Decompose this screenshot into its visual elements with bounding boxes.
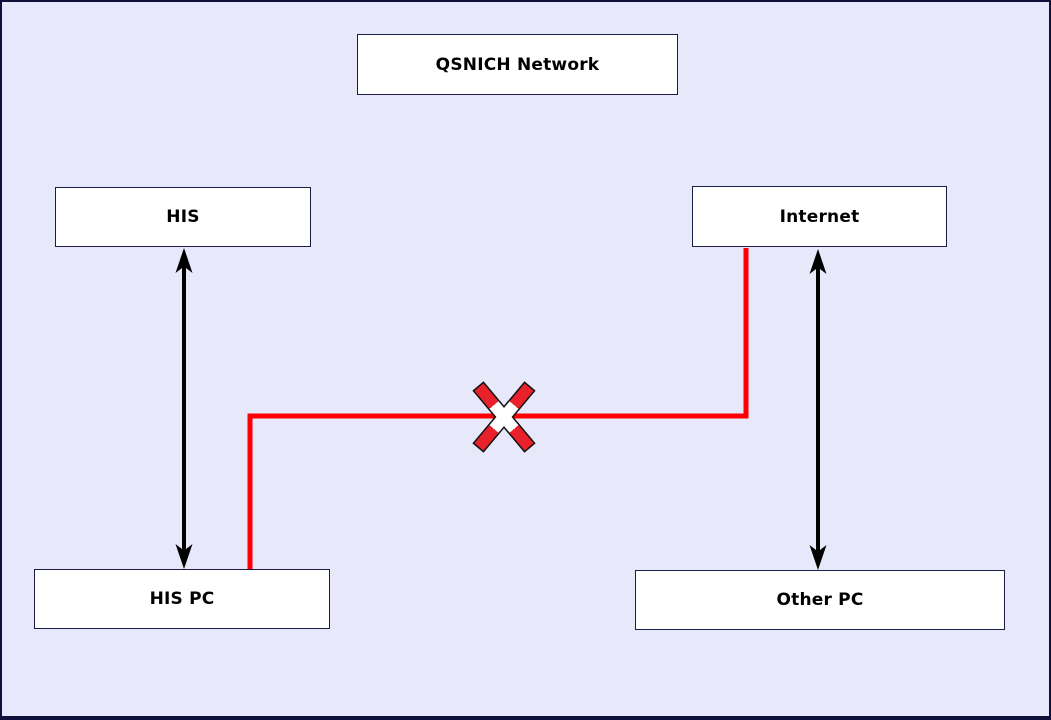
arrow-his-hispc <box>175 248 193 569</box>
node-other-pc: Other PC <box>635 570 1005 630</box>
node-internet: Internet <box>692 186 947 247</box>
node-his: HIS <box>55 187 311 247</box>
node-his-label: HIS <box>166 207 200 227</box>
node-other-pc-label: Other PC <box>776 590 864 610</box>
arrow-internet-otherpc <box>809 249 827 570</box>
node-internet-label: Internet <box>779 206 860 227</box>
node-his-pc: HIS PC <box>34 569 330 629</box>
diagram-title-box: QSNICH Network <box>357 34 678 95</box>
diagram-title: QSNICH Network <box>435 54 600 75</box>
node-his-pc-label: HIS PC <box>149 589 215 609</box>
